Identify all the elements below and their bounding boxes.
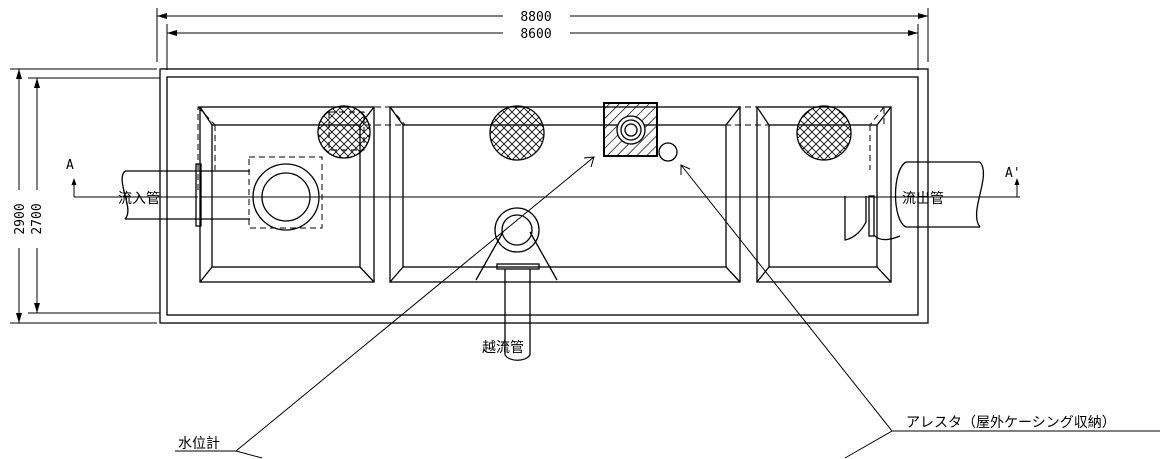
- dimension-8800: 8800: [156, 8, 929, 62]
- dimension-8800-label: 8800: [520, 10, 551, 25]
- arrester-leader: [680, 164, 1160, 459]
- dimension-8600: 8600: [166, 24, 919, 70]
- upper-slab-outline: [197, 106, 885, 190]
- inlet-pipe-label: 流入管: [118, 191, 160, 207]
- section-mark-a: A: [66, 158, 74, 173]
- water-level-gauge-box: [603, 102, 658, 157]
- arrester-label: アレスタ（屋外ケーシング収納）: [906, 415, 1116, 431]
- manhole-middle: [489, 105, 545, 161]
- manhole-right: [796, 105, 852, 161]
- manhole-left: [317, 105, 371, 159]
- dimension-2700-label: 2700: [30, 203, 45, 234]
- section-mark-a-prime: A': [1005, 166, 1021, 181]
- dimension-8600-label: 8600: [520, 27, 551, 42]
- tank-inner-wall: [166, 76, 919, 316]
- overflow-pipe-label: 越流管: [482, 340, 524, 356]
- dimension-2700: 2700: [28, 77, 160, 314]
- water-level-gauge-label: 水位計: [178, 436, 220, 452]
- outlet-pipe-label: 流出管: [902, 191, 944, 207]
- dimension-2900-label: 2900: [13, 203, 28, 234]
- water-level-gauge-leader: [175, 156, 595, 459]
- overflow-pipe: [475, 207, 558, 361]
- dimension-2900: 2900: [10, 68, 157, 324]
- arrester-port: [658, 142, 678, 162]
- middle-chamber: [389, 106, 741, 283]
- section-line: [71, 178, 1020, 198]
- outlet-pipe: [844, 161, 985, 241]
- tank-outer-wall: [159, 68, 929, 324]
